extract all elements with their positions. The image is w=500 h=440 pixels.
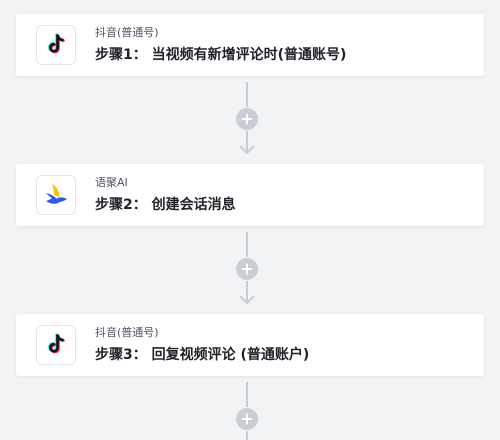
step-card-3[interactable]: 抖音(普通号) 步骤3： 回复视频评论 (普通账户)	[16, 314, 484, 376]
step-3-title: 步骤3： 回复视频评论 (普通账户)	[95, 347, 310, 363]
add-step-button[interactable]	[236, 108, 258, 130]
plus-icon	[241, 113, 253, 125]
connector-line	[246, 232, 248, 257]
connector-2	[236, 232, 258, 308]
add-step-button[interactable]	[236, 408, 258, 430]
step-2-title: 步骤2： 创建会话消息	[95, 197, 236, 213]
step-card-2[interactable]: 语聚AI 步骤2： 创建会话消息	[16, 164, 484, 226]
connector-line	[246, 431, 248, 440]
arrow-down-icon	[239, 145, 255, 154]
connector-line	[246, 82, 248, 107]
connector-line	[246, 382, 248, 407]
connector-line	[246, 131, 248, 153]
add-step-button[interactable]	[236, 258, 258, 280]
connector-1	[236, 82, 258, 158]
step-2-app-name: 语聚AI	[95, 176, 128, 189]
step-card-1[interactable]: 抖音(普通号) 步骤1： 当视频有新增评论时(普通账号)	[16, 14, 484, 76]
plus-icon	[241, 413, 253, 425]
tiktok-icon	[36, 325, 76, 365]
yuju-ai-icon	[36, 175, 76, 215]
tiktok-icon	[36, 25, 76, 65]
step-3-app-name: 抖音(普通号)	[95, 326, 159, 339]
connector-line	[246, 281, 248, 303]
arrow-down-icon	[239, 295, 255, 304]
plus-icon	[241, 263, 253, 275]
connector-3	[236, 382, 258, 440]
step-1-title: 步骤1： 当视频有新增评论时(普通账号)	[95, 47, 347, 63]
step-1-app-name: 抖音(普通号)	[95, 26, 159, 39]
